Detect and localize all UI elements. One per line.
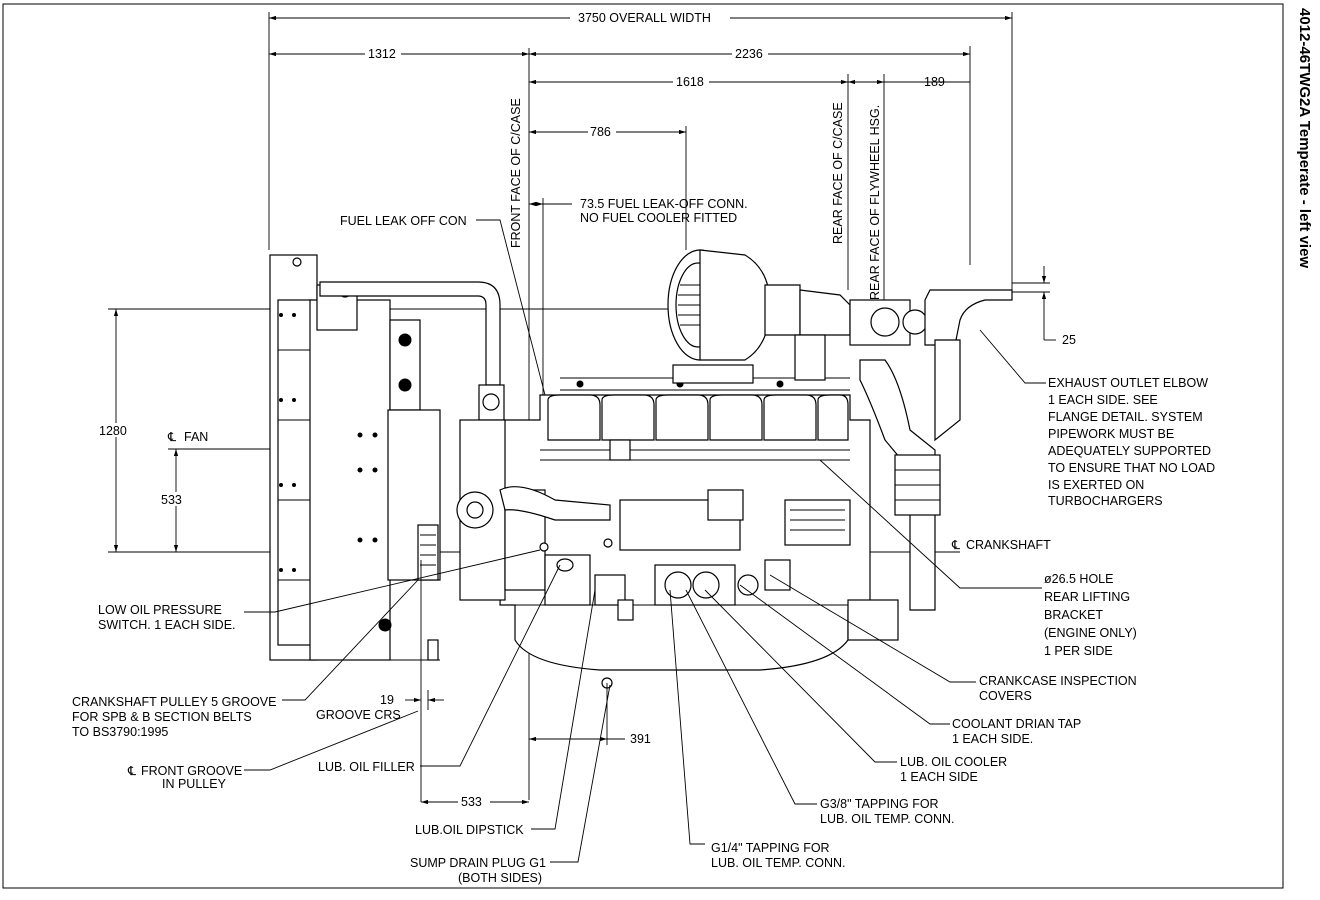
callout-front-groove-2: IN PULLEY bbox=[162, 777, 227, 791]
callout-low-oil-2: SWITCH. 1 EACH SIDE. bbox=[98, 618, 236, 632]
dim-1618: 1618 bbox=[676, 75, 704, 89]
callout-dipstick: LUB.OIL DIPSTICK bbox=[415, 823, 524, 837]
callout-exhaust-2: 1 EACH SIDE. SEE bbox=[1048, 393, 1158, 407]
callout-lifting-3: BRACKET bbox=[1044, 608, 1103, 622]
cl-crank-symbol: ℄ bbox=[951, 538, 961, 552]
callout-oil-cooler-2: 1 EACH SIDE bbox=[900, 770, 978, 784]
dim-189: 189 bbox=[924, 75, 945, 89]
callout-crankcase-1: CRANKCASE INSPECTION bbox=[979, 674, 1137, 688]
callout-exhaust-5: ADEQUATELY SUPPORTED bbox=[1048, 444, 1211, 458]
callout-crankcase-2: COVERS bbox=[979, 689, 1032, 703]
callout-fuel-conn-2: NO FUEL COOLER FITTED bbox=[580, 211, 737, 225]
dim-1312: 1312 bbox=[368, 47, 396, 61]
callout-lifting-4: (ENGINE ONLY) bbox=[1044, 626, 1137, 640]
label-crankshaft: CRANKSHAFT bbox=[966, 538, 1051, 552]
callout-sump-2: (BOTH SIDES) bbox=[458, 871, 542, 885]
callout-coolant-1: COOLANT DRIAN TAP bbox=[952, 717, 1081, 731]
callout-oil-cooler-1: LUB. OIL COOLER bbox=[900, 755, 1007, 769]
callout-fuel-leak-off: FUEL LEAK OFF CON bbox=[340, 214, 467, 228]
top-dimensions: 3750 OVERALL WIDTH 1312 2236 1618 189 78… bbox=[268, 10, 1013, 800]
callout-tapping38-1: G3/8" TAPPING FOR bbox=[820, 797, 939, 811]
label-flywheel: REAR FACE OF FLYWHEEL HSG. bbox=[868, 105, 882, 300]
callout-exhaust-6: TO ENSURE THAT NO LOAD bbox=[1048, 461, 1215, 475]
callout-lifting-2: REAR LIFTING bbox=[1044, 590, 1130, 604]
dim-391: 391 bbox=[630, 732, 651, 746]
dim-25: 25 bbox=[1062, 333, 1076, 347]
callout-tapping14-2: LUB. OIL TEMP. CONN. bbox=[711, 856, 846, 870]
callout-tapping38-2: LUB. OIL TEMP. CONN. bbox=[820, 812, 955, 826]
left-dimensions: 1280 533 ℄ FAN ℄ CRANKSHAFT bbox=[96, 308, 1051, 553]
callout-pulley-2: FOR SPB & B SECTION BELTS bbox=[72, 710, 252, 724]
dim-overall-width: 3750 OVERALL WIDTH bbox=[578, 11, 711, 25]
label-groove-crs: GROOVE CRS bbox=[316, 708, 401, 722]
dim-19: 19 bbox=[380, 693, 394, 707]
callout-lifting-5: 1 PER SIDE bbox=[1044, 644, 1113, 658]
callout-exhaust-8: TURBOCHARGERS bbox=[1048, 494, 1163, 508]
cl-front-groove-symbol: ℄ bbox=[127, 764, 137, 778]
callout-pulley-1: CRANKSHAFT PULLEY 5 GROOVE bbox=[72, 695, 276, 709]
callout-low-oil-1: LOW OIL PRESSURE bbox=[98, 603, 222, 617]
cl-fan-symbol: ℄ bbox=[167, 430, 177, 444]
callout-oil-filler: LUB. OIL FILLER bbox=[318, 760, 415, 774]
callout-exhaust-3: FLANGE DETAIL. SYSTEM bbox=[1048, 410, 1203, 424]
leader-lines bbox=[244, 219, 1046, 863]
dim-786: 786 bbox=[590, 125, 611, 139]
drawing-frame bbox=[2, 3, 1284, 889]
dim-1280: 1280 bbox=[99, 424, 127, 438]
callout-front-groove-1: FRONT GROOVE bbox=[141, 764, 242, 778]
callout-fuel-conn-1: 73.5 FUEL LEAK-OFF CONN. bbox=[580, 197, 748, 211]
dim-25-group: 25 bbox=[1012, 266, 1076, 347]
callout-sump-1: SUMP DRAIN PLUG G1 bbox=[410, 856, 546, 870]
drawing-title: 4012-46TWG2A Temperate - left view bbox=[1296, 8, 1313, 268]
callout-exhaust-7: IS EXERTED ON bbox=[1048, 478, 1144, 492]
dim-533-vertical: 533 bbox=[161, 493, 182, 507]
callout-coolant-2: 1 EACH SIDE. bbox=[952, 732, 1033, 746]
label-front-face: FRONT FACE OF C/CASE bbox=[509, 98, 523, 248]
label-rear-face: REAR FACE OF C/CASE bbox=[831, 102, 845, 244]
dim-533-bottom: 533 bbox=[461, 795, 482, 809]
callout-pulley-3: TO BS3790:1995 bbox=[72, 725, 168, 739]
label-fan: FAN bbox=[184, 430, 208, 444]
callout-exhaust-1: EXHAUST OUTLET ELBOW bbox=[1048, 376, 1208, 390]
dim-2236: 2236 bbox=[735, 47, 763, 61]
callout-lifting-1: ø26.5 HOLE bbox=[1044, 572, 1113, 586]
callout-tapping14-1: G1/4" TAPPING FOR bbox=[711, 841, 830, 855]
callout-texts: FUEL LEAK OFF CON 73.5 FUEL LEAK-OFF CON… bbox=[72, 197, 1215, 885]
bottom-dimensions: 19 GROOVE CRS 391 533 bbox=[316, 560, 651, 809]
engine-outline bbox=[269, 249, 1013, 689]
callout-exhaust-4: PIPEWORK MUST BE bbox=[1048, 427, 1174, 441]
